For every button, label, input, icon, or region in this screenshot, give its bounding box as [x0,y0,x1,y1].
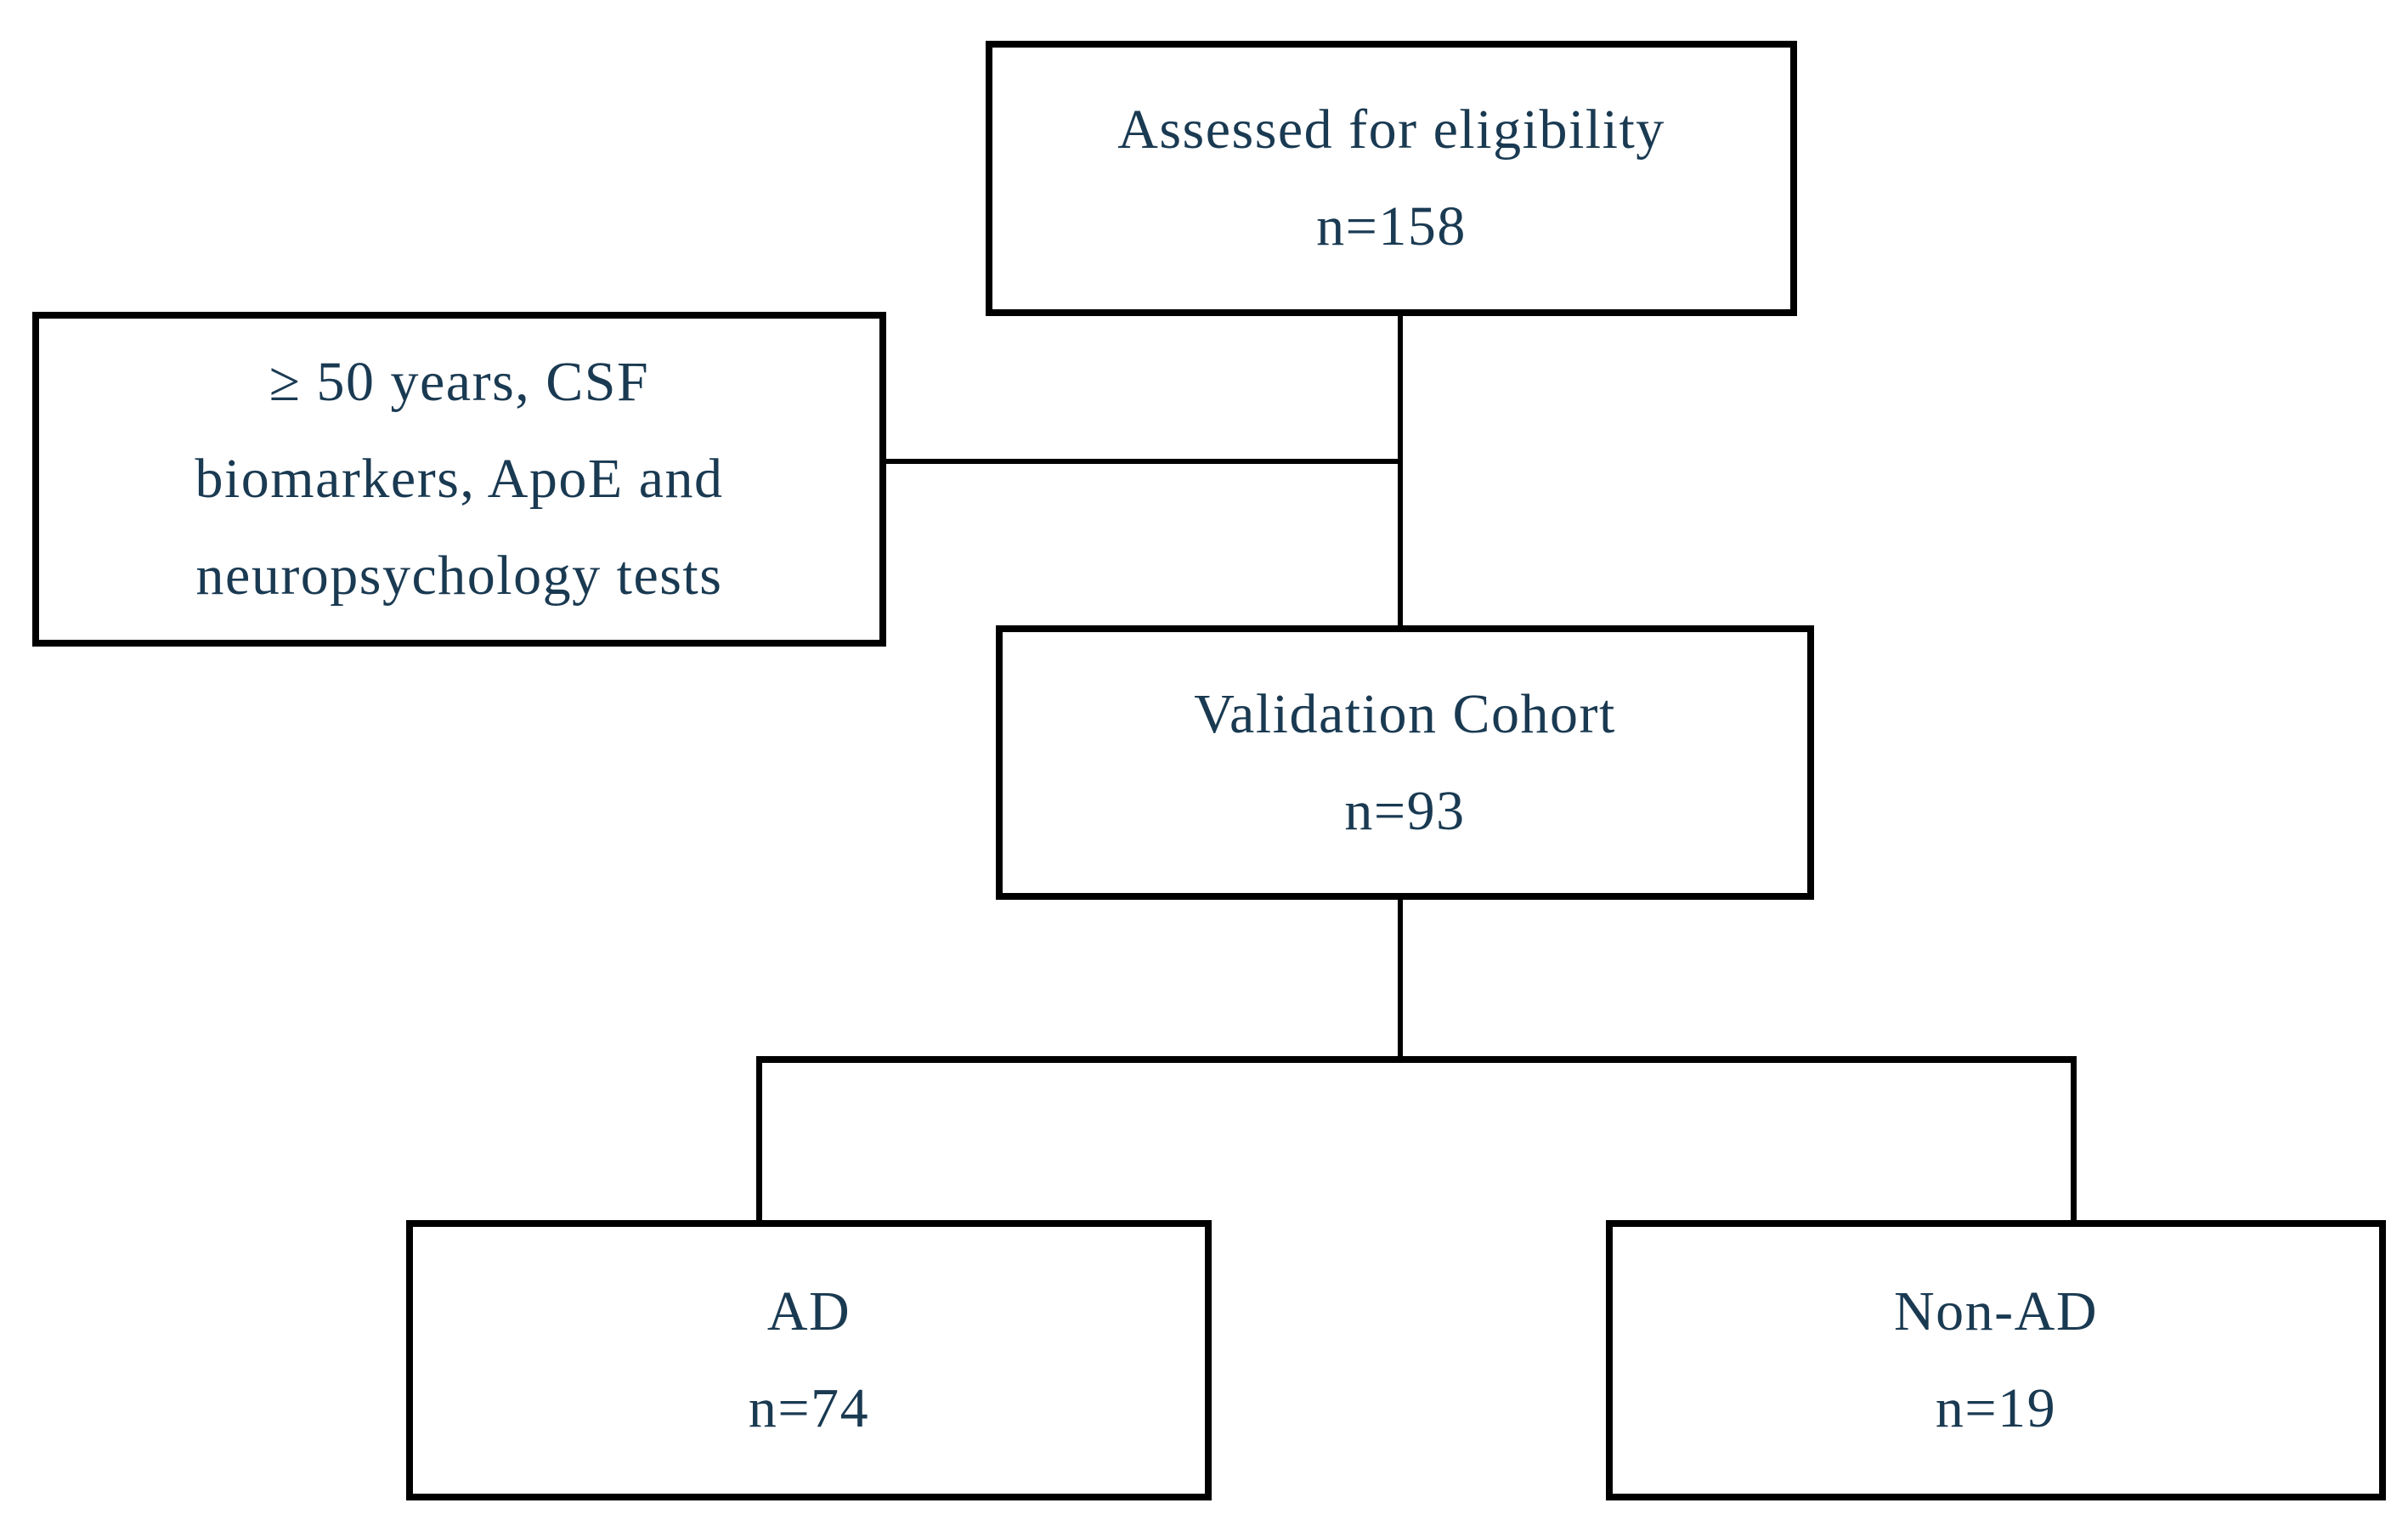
ad-group-count: n=74 [748,1377,870,1439]
criteria-line-3: neuropsychology tests [195,545,723,607]
connector-split-bar [756,1056,2077,1063]
validation-cohort-count: n=93 [1344,779,1466,842]
box-validation-cohort: Validation Cohort n=93 [996,625,1814,900]
connector-validation-to-split [1398,898,1403,1060]
ad-group-label: AD [766,1280,851,1342]
box-non-ad-group: Non-AD n=19 [1606,1220,2386,1500]
non-ad-group-count: n=19 [1935,1377,2057,1439]
box-inclusion-criteria: ≥ 50 years, CSF biomarkers, ApoE and neu… [32,312,886,647]
non-ad-group-label: Non-AD [1894,1280,2098,1342]
assessed-eligibility-label: Assessed for eligibility [1117,99,1665,161]
connector-criteria-branch [882,459,1400,464]
connector-eligibility-to-validation [1398,316,1403,627]
criteria-line-1: ≥ 50 years, CSF [268,351,650,413]
connector-split-to-non-ad [2071,1056,2077,1223]
assessed-eligibility-count: n=158 [1316,195,1467,257]
connector-split-to-ad [756,1056,762,1223]
box-ad-group: AD n=74 [406,1220,1212,1500]
box-assessed-eligibility: Assessed for eligibility n=158 [986,41,1797,316]
validation-cohort-label: Validation Cohort [1194,682,1616,745]
criteria-line-2: biomarkers, ApoE and [195,448,724,510]
